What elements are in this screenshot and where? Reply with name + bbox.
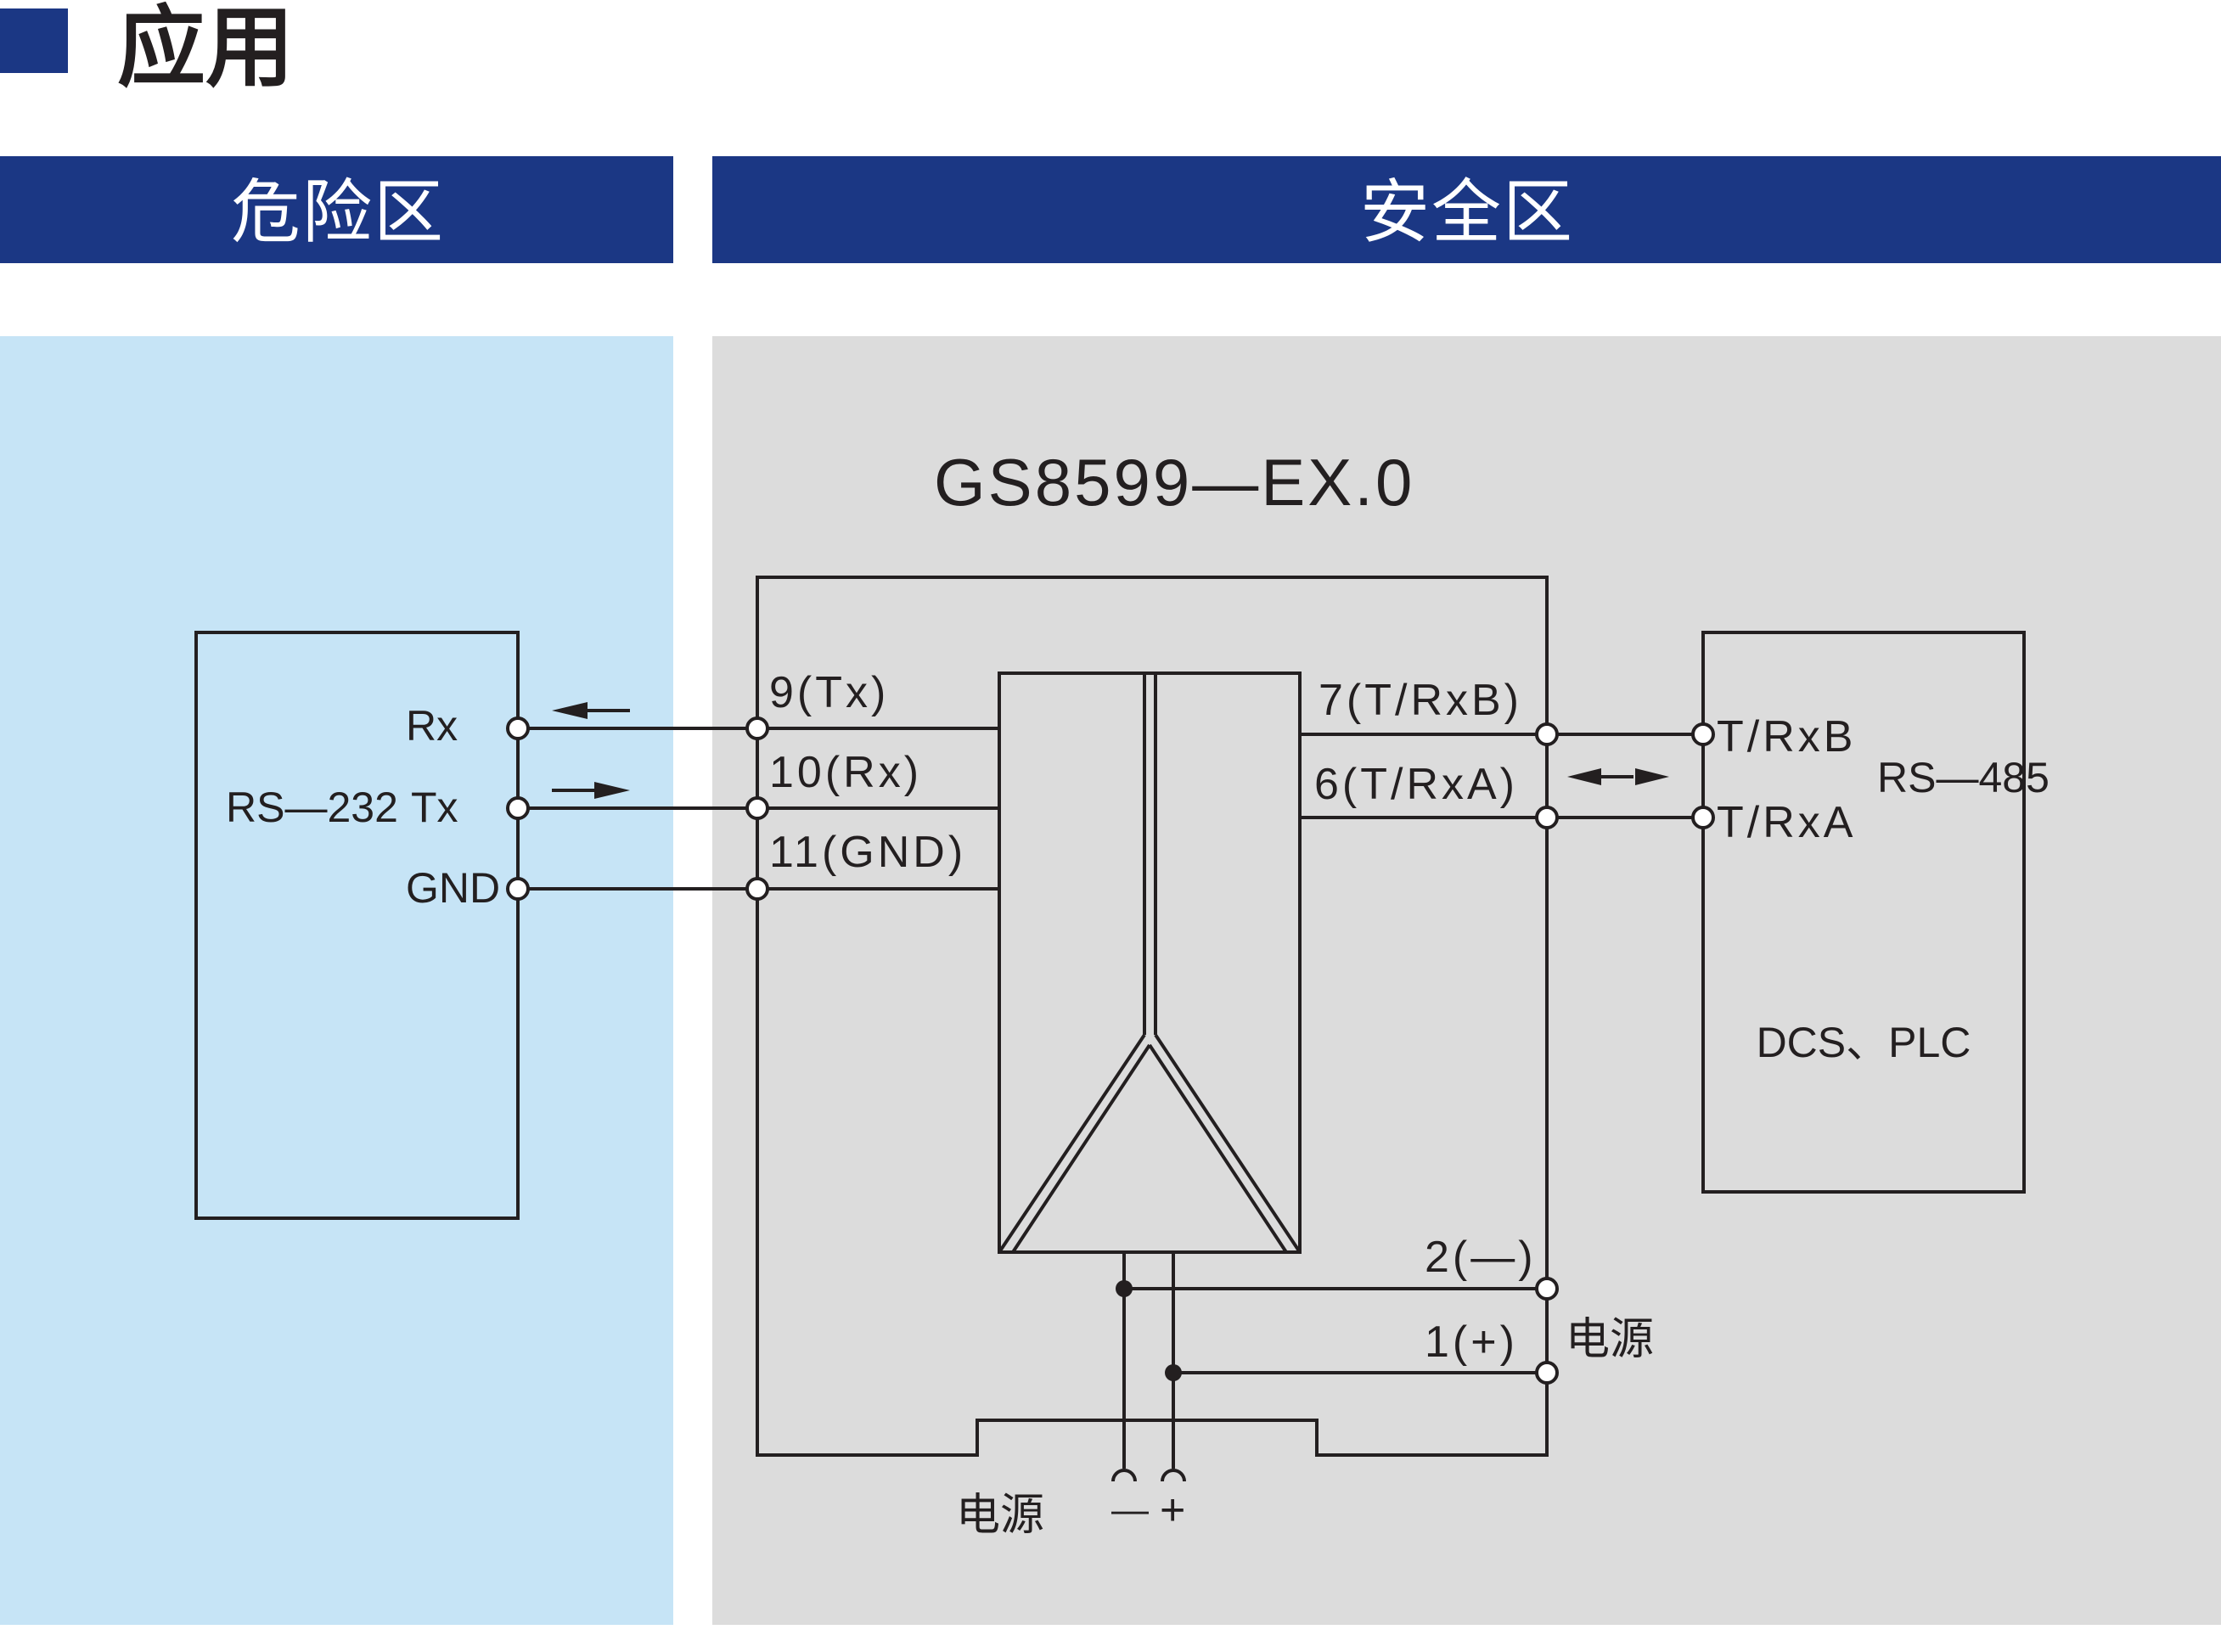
safe-zone-label: 安全区 [1360, 172, 1574, 253]
bottom-power-plus-label: + [1160, 1486, 1185, 1535]
device-pin-7-label: 7(T/RxB) [1319, 676, 1522, 725]
device-model-label: GS8599—EX.0 [934, 445, 1414, 520]
isolator-core-block [998, 671, 1302, 1254]
rs485-bidirectional-arrow [1567, 768, 1669, 785]
device-power-label: 电源 [1566, 1314, 1654, 1365]
device-pin-2-terminal [1535, 1277, 1559, 1301]
bottom-power-plus-hook [1161, 1469, 1186, 1482]
rs232-pin-tx-label: Tx [411, 784, 458, 831]
bottom-power-minus-label: — [1111, 1489, 1149, 1531]
rs485-label: RS—485 [1877, 754, 2050, 801]
rs485-host-box [1701, 631, 2026, 1194]
device-pin-6-terminal [1535, 806, 1559, 829]
rs232-rx-terminal [506, 716, 530, 740]
isolator-housing [756, 576, 1549, 1457]
section-marker-square [0, 8, 68, 73]
isolation-barrier-split [998, 1033, 1302, 1254]
rs232-device-box [194, 631, 520, 1220]
device-pin-1-label: 1(+) [1425, 1318, 1518, 1367]
rs485-pin-t-rxa-label: T/RxA [1717, 798, 1856, 847]
tx-direction-arrow [552, 782, 630, 799]
section-title: 应用 [117, 0, 294, 99]
hazard-zone-label: 危险区 [231, 172, 445, 253]
device-pin-9-terminal [745, 716, 769, 740]
rs485-pin-t-rxb-label: T/RxB [1717, 712, 1856, 761]
hazard-zone-header [0, 156, 673, 263]
device-pin-1-terminal [1535, 1361, 1559, 1385]
device-pin-10-terminal [745, 796, 769, 820]
device-pin-2-label: 2(—) [1425, 1233, 1537, 1282]
bottom-power-label: 电源 [956, 1490, 1044, 1541]
host-t-rxb-terminal [1691, 722, 1715, 746]
rs485-host-label: DCS、PLC [1757, 1019, 1971, 1066]
rs232-label: RS—232 [226, 784, 398, 831]
device-pin-10-label: 10(Rx) [769, 748, 922, 797]
power-plus-junction [1165, 1364, 1182, 1381]
rs232-tx-terminal [506, 796, 530, 820]
hazard-zone-area [0, 336, 673, 1625]
power-minus-junction [1116, 1280, 1133, 1297]
device-pin-11-terminal [745, 877, 769, 901]
device-pin-11-label: 11(GND) [769, 828, 966, 877]
safe-zone-area [712, 336, 2221, 1625]
device-pin-9-label: 9(Tx) [769, 668, 889, 717]
rx-direction-arrow [552, 702, 630, 719]
device-pin-7-terminal [1535, 722, 1559, 746]
rs232-pin-gnd-label: GND [406, 864, 500, 912]
safe-zone-header [712, 156, 2221, 263]
rs232-pin-rx-label: Rx [406, 702, 458, 750]
host-t-rxa-terminal [1691, 806, 1715, 829]
bottom-power-minus-hook [1111, 1469, 1137, 1482]
rs232-gnd-terminal [506, 877, 530, 901]
device-pin-6-label: 6(T/RxA) [1314, 760, 1518, 809]
